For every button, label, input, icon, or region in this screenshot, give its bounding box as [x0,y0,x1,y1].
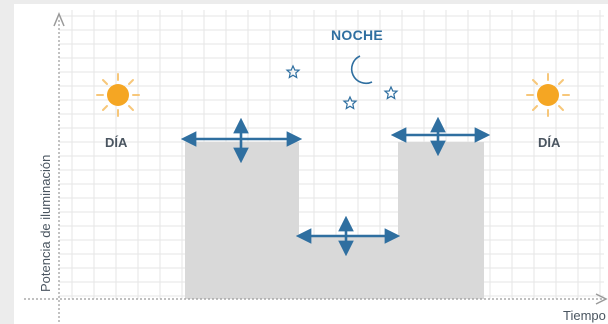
four-way-adjust-arrow-icon [390,116,491,157]
x-axis-label: Tiempo [563,308,606,323]
sun-icon [96,73,140,117]
star-icon [342,95,358,110]
sun-icon [526,73,570,117]
star-icon [383,85,399,100]
crescent-moon-icon [350,55,373,85]
four-way-adjust-arrow-icon [295,215,401,257]
four-way-adjust-arrow-icon [180,117,303,164]
y-axis-arrow-icon [53,12,65,27]
axes [24,12,608,322]
day-label-left: DÍA [105,135,128,150]
x-axis-arrow-icon [595,293,608,305]
y-axis-label: Potencia de iluminación [38,154,53,292]
lighting-profile-area [185,142,484,299]
star-icon [285,64,301,79]
night-label: NOCHE [331,27,384,43]
day-label-right: DÍA [538,135,561,150]
